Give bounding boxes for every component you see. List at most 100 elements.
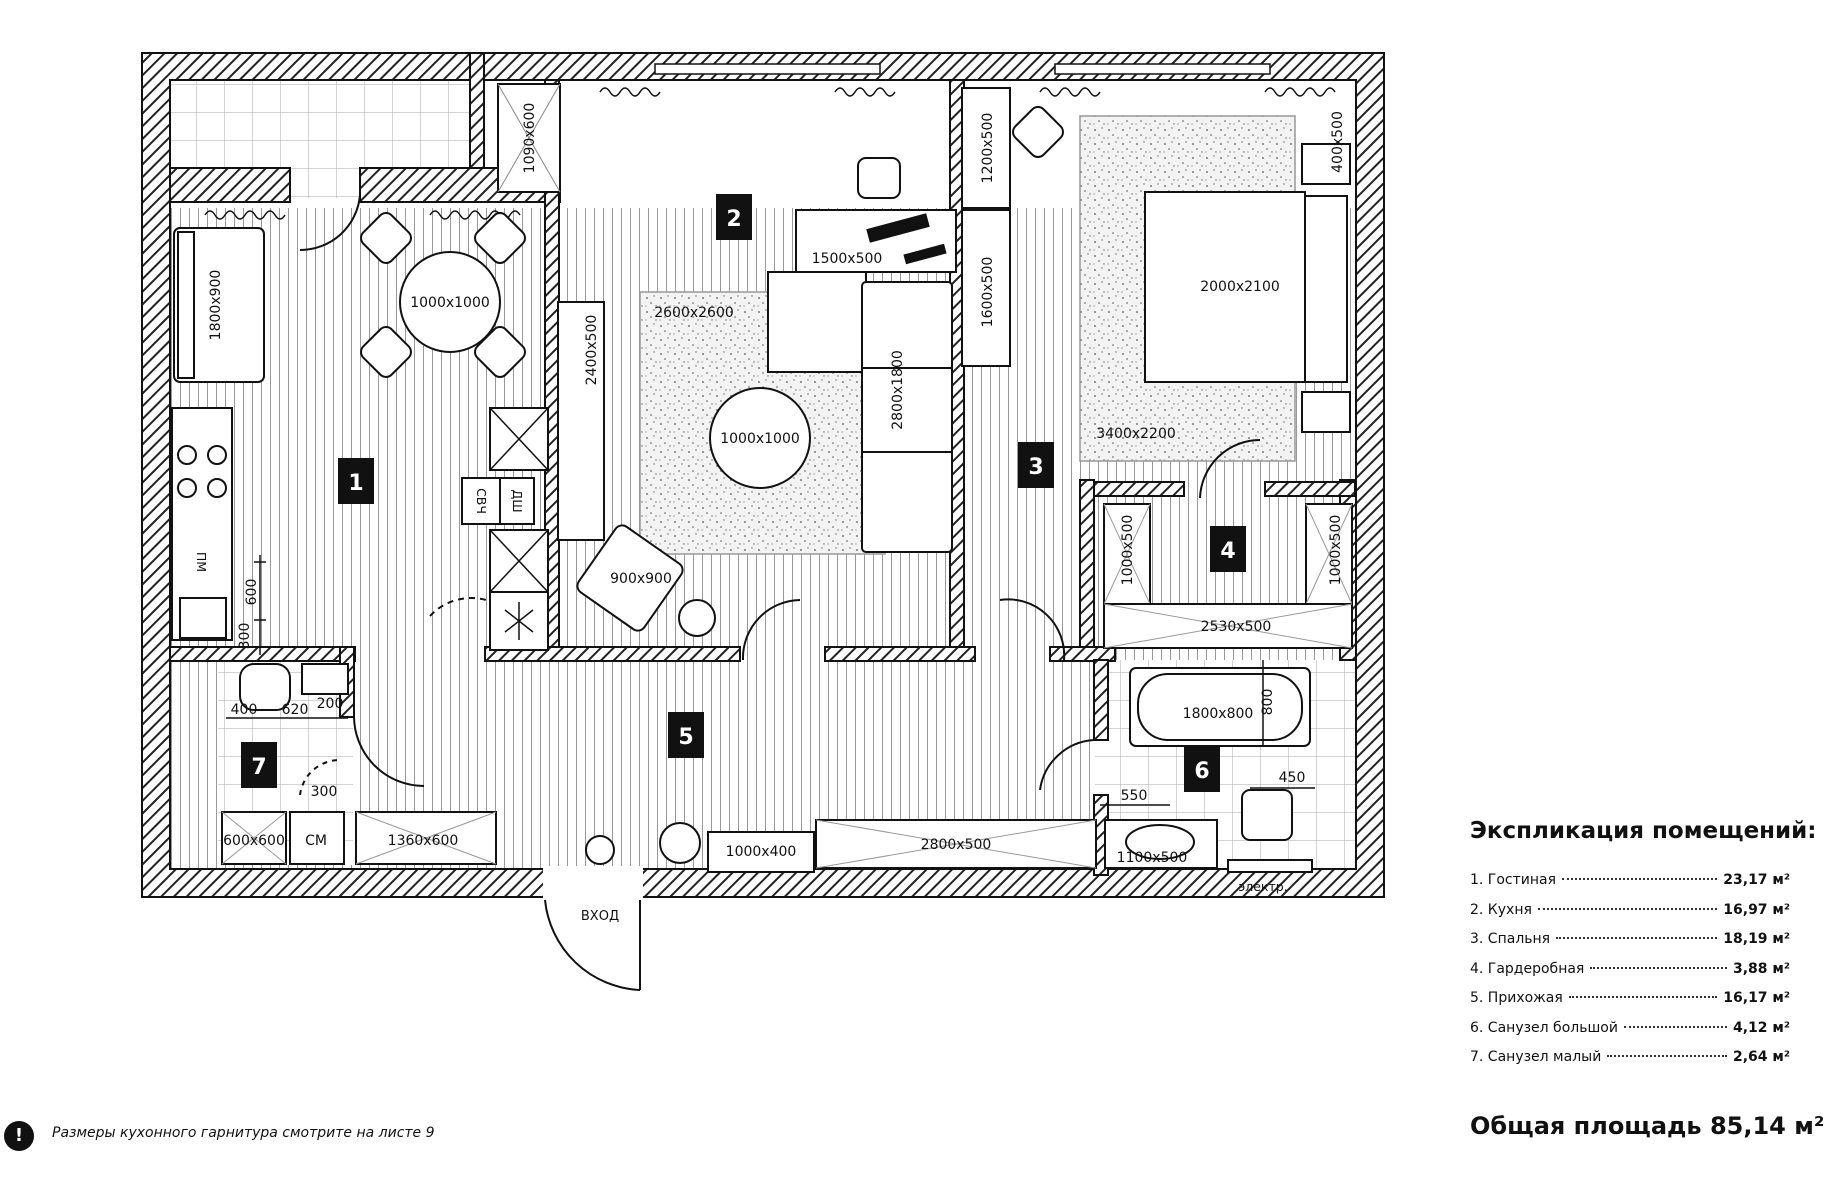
- legend-item: 3. Спальня 18,19 м²: [1470, 931, 1790, 961]
- legend-item-area: 18,19 м²: [1723, 931, 1790, 947]
- legend-dots: [1562, 878, 1718, 880]
- furniture: [171, 83, 1353, 873]
- oven: [499, 477, 535, 525]
- legend-item: 1. Гостиная 23,17 м²: [1470, 872, 1790, 902]
- label-cabinet-2400: 2400x500: [584, 315, 600, 386]
- label-cabinet-1360: 1360x600: [388, 833, 459, 849]
- dimension-lines: [226, 555, 1315, 806]
- room-number-4: 4: [1220, 539, 1235, 564]
- legend-item-name: 1. Гостиная: [1470, 872, 1557, 888]
- label-rug-bedroom: 3400x2200: [1096, 426, 1176, 442]
- electric-panel: [1227, 859, 1313, 873]
- bedroom-chair: [1012, 106, 1064, 158]
- label-dim-200: 200: [317, 696, 344, 712]
- label-hall-wardrobe: 2800x500: [921, 837, 992, 853]
- label-dim-300-b: 300: [311, 784, 338, 800]
- label-bathtub-width: 800: [1260, 689, 1276, 716]
- legend-item-name: 4. Гардеробная: [1470, 960, 1585, 977]
- wardrobe-1600: [961, 209, 1011, 367]
- chairs: [360, 212, 526, 378]
- room-number-5: 5: [678, 725, 693, 750]
- legend-dots: [1568, 996, 1718, 998]
- label-wc-offset: 450: [1279, 770, 1306, 786]
- label-dim-400: 400: [231, 702, 258, 718]
- toilet-small: [239, 663, 291, 711]
- legend-title: Экспликация помещений:: [1470, 818, 1817, 844]
- label-dishwasher: ПМ: [194, 552, 209, 572]
- label-armchair: 900x900: [610, 571, 672, 587]
- legend-item-name: 2. Кухня: [1470, 901, 1532, 918]
- sink-small: [301, 663, 349, 695]
- label-closet-right: 1000x500: [1328, 515, 1344, 586]
- legend-item: 4. Гардеробная 3,88 м²: [1470, 961, 1790, 991]
- legend-item-area: 16,17 м²: [1723, 990, 1790, 1006]
- legend-item-area: 16,97 м²: [1723, 901, 1790, 918]
- legend-item: 6. Санузел большой 4,12 м²: [1470, 1020, 1790, 1050]
- nightstand-bottom: [1301, 391, 1351, 433]
- label-bed: 2000x2100: [1200, 279, 1280, 295]
- bed: [1144, 191, 1306, 383]
- label-dim-300-a: 300: [237, 623, 253, 650]
- legend-item: 7. Санузел малый 2,64 м²: [1470, 1049, 1790, 1079]
- label-closet-left: 1000x500: [1120, 515, 1136, 586]
- armchair: [576, 524, 684, 632]
- total-area: Общая площадь 85,14 м²: [1470, 1112, 1824, 1140]
- label-shower: 600x600: [223, 833, 285, 849]
- legend-item-area: 23,17 м²: [1723, 872, 1790, 888]
- legend-item-name: 3. Спальня: [1470, 931, 1551, 947]
- dining-table: [399, 251, 501, 353]
- legend-dots: [1623, 1025, 1727, 1028]
- room-number-2: 2: [726, 207, 741, 232]
- label-sink-offset: 550: [1121, 788, 1148, 804]
- hall-pouf: [659, 822, 701, 864]
- legend-dots: [1556, 937, 1718, 939]
- label-closet-bottom: 2530x500: [1201, 619, 1272, 635]
- label-nightstand: 400x500: [1330, 111, 1346, 173]
- room-number-7: 7: [251, 755, 266, 780]
- legend-item-area: 3,88 м²: [1733, 960, 1790, 977]
- cabinet-2400: [557, 301, 605, 541]
- toilet-big: [1241, 789, 1293, 841]
- label-wardrobe-1600: 1600x500: [980, 257, 996, 328]
- legend-item: 2. Кухня 16,97 м²: [1470, 902, 1790, 932]
- label-washer: СМ: [305, 833, 327, 849]
- label-electric: электр.: [1238, 879, 1287, 894]
- exclamation-icon: !: [4, 1121, 34, 1151]
- label-sofa-living: 2800x1800: [890, 350, 906, 430]
- doors: [299, 194, 1261, 991]
- room-number-1: 1: [348, 471, 363, 496]
- label-wardrobe-1200: 1200x500: [980, 113, 996, 184]
- label-dining-table: 1000x1000: [410, 295, 490, 311]
- microwave: [461, 477, 501, 525]
- label-coffee-table: 1000x1000: [720, 431, 800, 447]
- label-dim-620: 620: [282, 702, 309, 718]
- legend-item-name: 5. Прихожая: [1470, 990, 1563, 1006]
- label-bathtub: 1800x800: [1183, 706, 1254, 722]
- label-hall-cabinet: 1000x400: [726, 844, 797, 860]
- interior-walls: [169, 52, 1357, 876]
- side-table: [678, 599, 716, 637]
- legend-dots: [1537, 907, 1718, 910]
- kitchen-note: Размеры кухонного гарнитура смотрите на …: [52, 1125, 435, 1141]
- label-sofa-kitchen: 1800x900: [208, 270, 224, 341]
- person-figure: [585, 835, 615, 865]
- legend-item-name: 6. Санузел большой: [1470, 1019, 1618, 1036]
- legend-list: 1. Гостиная 23,17 м² 2. Кухня 16,97 м² 3…: [1470, 872, 1790, 1079]
- desk-chair: [857, 157, 901, 199]
- room-number-3: 3: [1028, 455, 1043, 480]
- label-rug-living: 2600x2600: [654, 305, 734, 321]
- wardrobe-1200: [961, 87, 1011, 209]
- legend-dots: [1590, 966, 1727, 969]
- label-cabinet-top: 1090x600: [522, 103, 538, 174]
- label-desk: 1500x500: [812, 251, 883, 267]
- legend-dots: [1607, 1055, 1727, 1057]
- label-microwave: СВЧ: [474, 488, 489, 514]
- kitchen-sofa: [173, 227, 265, 383]
- legend-item-name: 7. Санузел малый: [1470, 1049, 1602, 1065]
- legend-item-area: 4,12 м²: [1733, 1019, 1790, 1036]
- label-oven: ДШ: [510, 489, 525, 512]
- living-sofa-long: [861, 281, 953, 553]
- nightstand-top: [1301, 143, 1351, 185]
